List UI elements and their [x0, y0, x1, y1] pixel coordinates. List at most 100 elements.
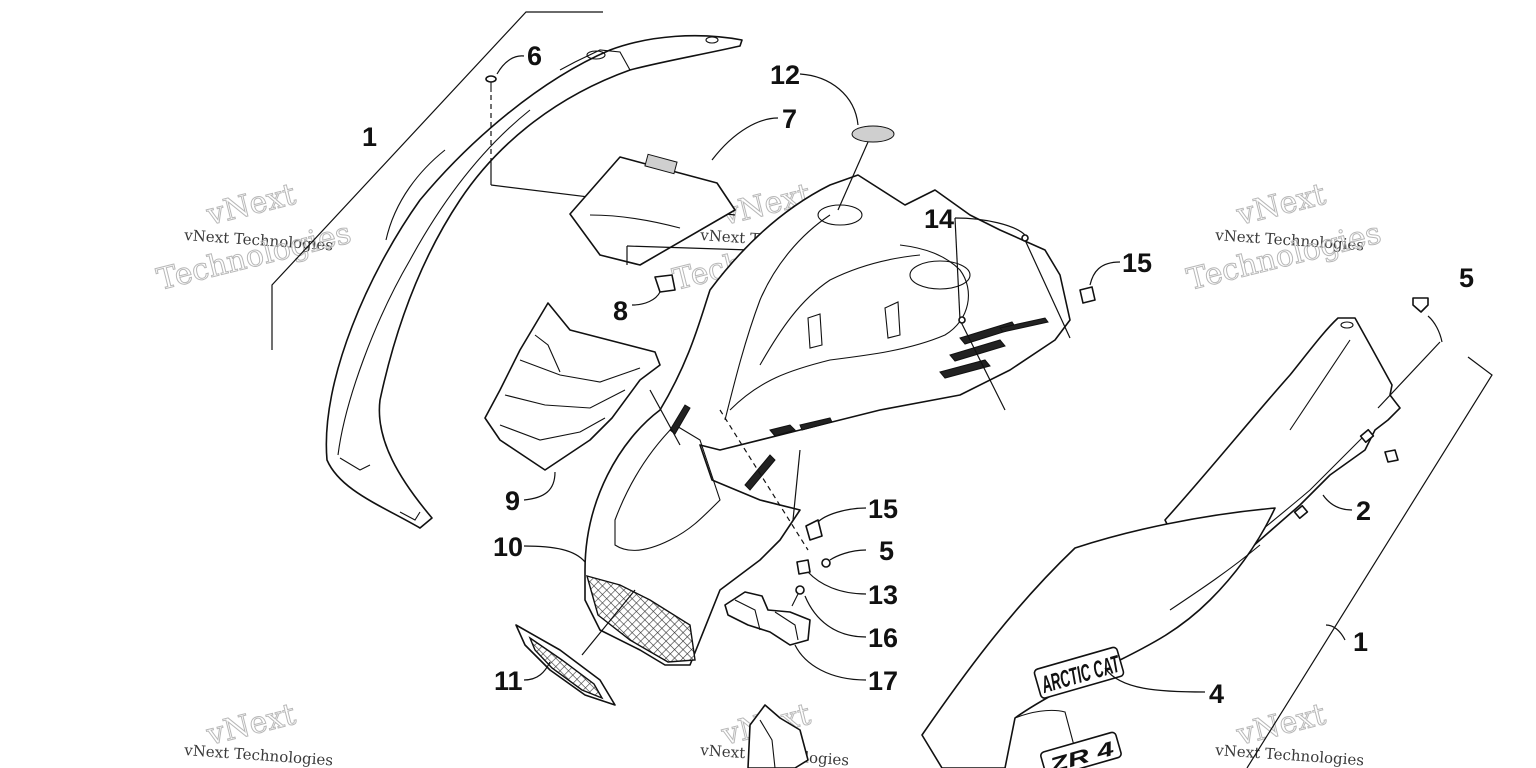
callout-1-left: 1 [362, 122, 377, 152]
part-4-decal: ARCTIC CAT ZR 4 [1033, 646, 1206, 768]
callout-2: 2 [1356, 496, 1371, 526]
part-10-slot [769, 424, 796, 437]
lower-bracket-shape [747, 704, 809, 768]
part-9-rib [504, 389, 626, 409]
watermark-top-right: vNext vNext Technologies Technologies [1183, 177, 1385, 299]
part-7-crease [589, 214, 681, 229]
screw-head [485, 75, 497, 83]
part-10-gauge-hole [909, 260, 971, 290]
callout-10-leader [523, 545, 586, 563]
part-10-opening [759, 254, 921, 366]
screw-head [821, 558, 831, 568]
callout-17-leader [794, 644, 867, 681]
callout-7-leader [711, 117, 779, 161]
part-17-detail [774, 611, 799, 641]
callout-14-leader [954, 217, 1026, 236]
part-14-rivet [1021, 234, 1029, 242]
part-2-hole [1340, 321, 1354, 329]
leader-line [959, 319, 1006, 411]
part-9-rib [499, 417, 606, 441]
lower-bracket-detail [759, 719, 776, 768]
callout-2-leader [1322, 494, 1353, 511]
part-9-vent-insert [484, 302, 661, 501]
part-10-slot [799, 417, 833, 431]
part-14-rivet [958, 316, 966, 324]
leader-line [581, 589, 636, 656]
callout-12: 12 [770, 60, 800, 90]
part-15-shape [805, 519, 823, 541]
part-1-panel-crease [559, 49, 631, 71]
callout-14: 14 [924, 204, 954, 234]
callout-13-leader [807, 571, 867, 595]
part-7-shield [569, 117, 779, 266]
callout-8: 8 [613, 296, 628, 326]
screw-head [795, 585, 805, 595]
part-10-side-slot [744, 454, 776, 491]
part-10-louver [999, 317, 1049, 333]
part-10-front-grille [585, 574, 696, 663]
callout-15-top: 15 [1122, 248, 1152, 278]
part-1-panel-tab [339, 457, 371, 471]
callout-6-leader [496, 55, 525, 75]
watermark-big-word: vNext [202, 177, 299, 233]
part-1-left-panel-shape [325, 34, 743, 529]
callout-11: 11 [494, 666, 523, 696]
part-10-bracket [884, 301, 901, 339]
screw-shank [791, 593, 799, 607]
part-1-left-bracket-line [271, 11, 603, 350]
callout-16: 16 [868, 623, 898, 653]
part-15-shape [1079, 286, 1096, 304]
callout-9: 9 [505, 486, 520, 516]
callout-5-leader [1427, 315, 1443, 343]
part-5-mid-screw [821, 549, 867, 568]
part-1-right-decal-edge [1014, 709, 1081, 768]
part-7-label [644, 153, 678, 175]
callout-4-leader [1104, 667, 1206, 693]
watermark-bottom-left: vNext vNext Technologies [183, 697, 334, 768]
callout-11-leader [523, 661, 551, 681]
callout-labels: 1 1 2 4 5 5 6 7 8 9 10 11 12 13 14 15 15… [362, 41, 1474, 709]
part-1-right-crease [1169, 544, 1261, 611]
leader-line [954, 217, 961, 321]
watermark-big-word: vNext [1232, 177, 1329, 233]
part-10-louver [949, 339, 1006, 362]
part-10-hood [523, 174, 1071, 666]
screw-head [1412, 297, 1429, 313]
part-2-clip [1384, 449, 1399, 463]
part-2-tab [1359, 428, 1375, 444]
leader-line [792, 449, 801, 521]
decal-frame [1033, 646, 1125, 699]
part-11-mesh [528, 636, 604, 700]
dashed-assembly-line [719, 409, 809, 551]
callout-9-leader [523, 471, 556, 501]
part-16-screw [791, 585, 867, 638]
part-1-fastener-hole [586, 50, 606, 60]
part-13-grommet [796, 559, 867, 595]
callout-5-leader [829, 549, 867, 561]
part-8-shape [654, 274, 676, 293]
part-1-right-side-panel [921, 356, 1493, 768]
part-11-grille [515, 624, 616, 706]
leader-line [626, 245, 751, 251]
part-1-panel-crease [385, 149, 446, 241]
part-10-opening [724, 214, 831, 421]
leader-line [1024, 239, 1071, 339]
callout-12-leader [799, 73, 859, 126]
part-9-rib [519, 359, 641, 383]
part-17-bracket [724, 591, 867, 681]
part-15-mid-clip [805, 507, 867, 541]
callout-7: 7 [782, 104, 797, 134]
part-1-right-bracket-line [1246, 356, 1493, 768]
part-5-right-screw [1412, 297, 1443, 343]
leader-line [649, 389, 681, 446]
watermark-text: vNext Technologies [183, 741, 334, 768]
part-7-shape [569, 156, 736, 266]
part-2-crease [1289, 339, 1351, 431]
callout-15-leader [1089, 261, 1121, 286]
part-9-rib [534, 334, 561, 373]
part-14-fasteners [954, 217, 1071, 411]
watermark-top-left: vNext vNext Technologies Technologies [153, 177, 355, 299]
callout-15-mid: 15 [868, 494, 898, 524]
part-12-plug [799, 73, 895, 211]
